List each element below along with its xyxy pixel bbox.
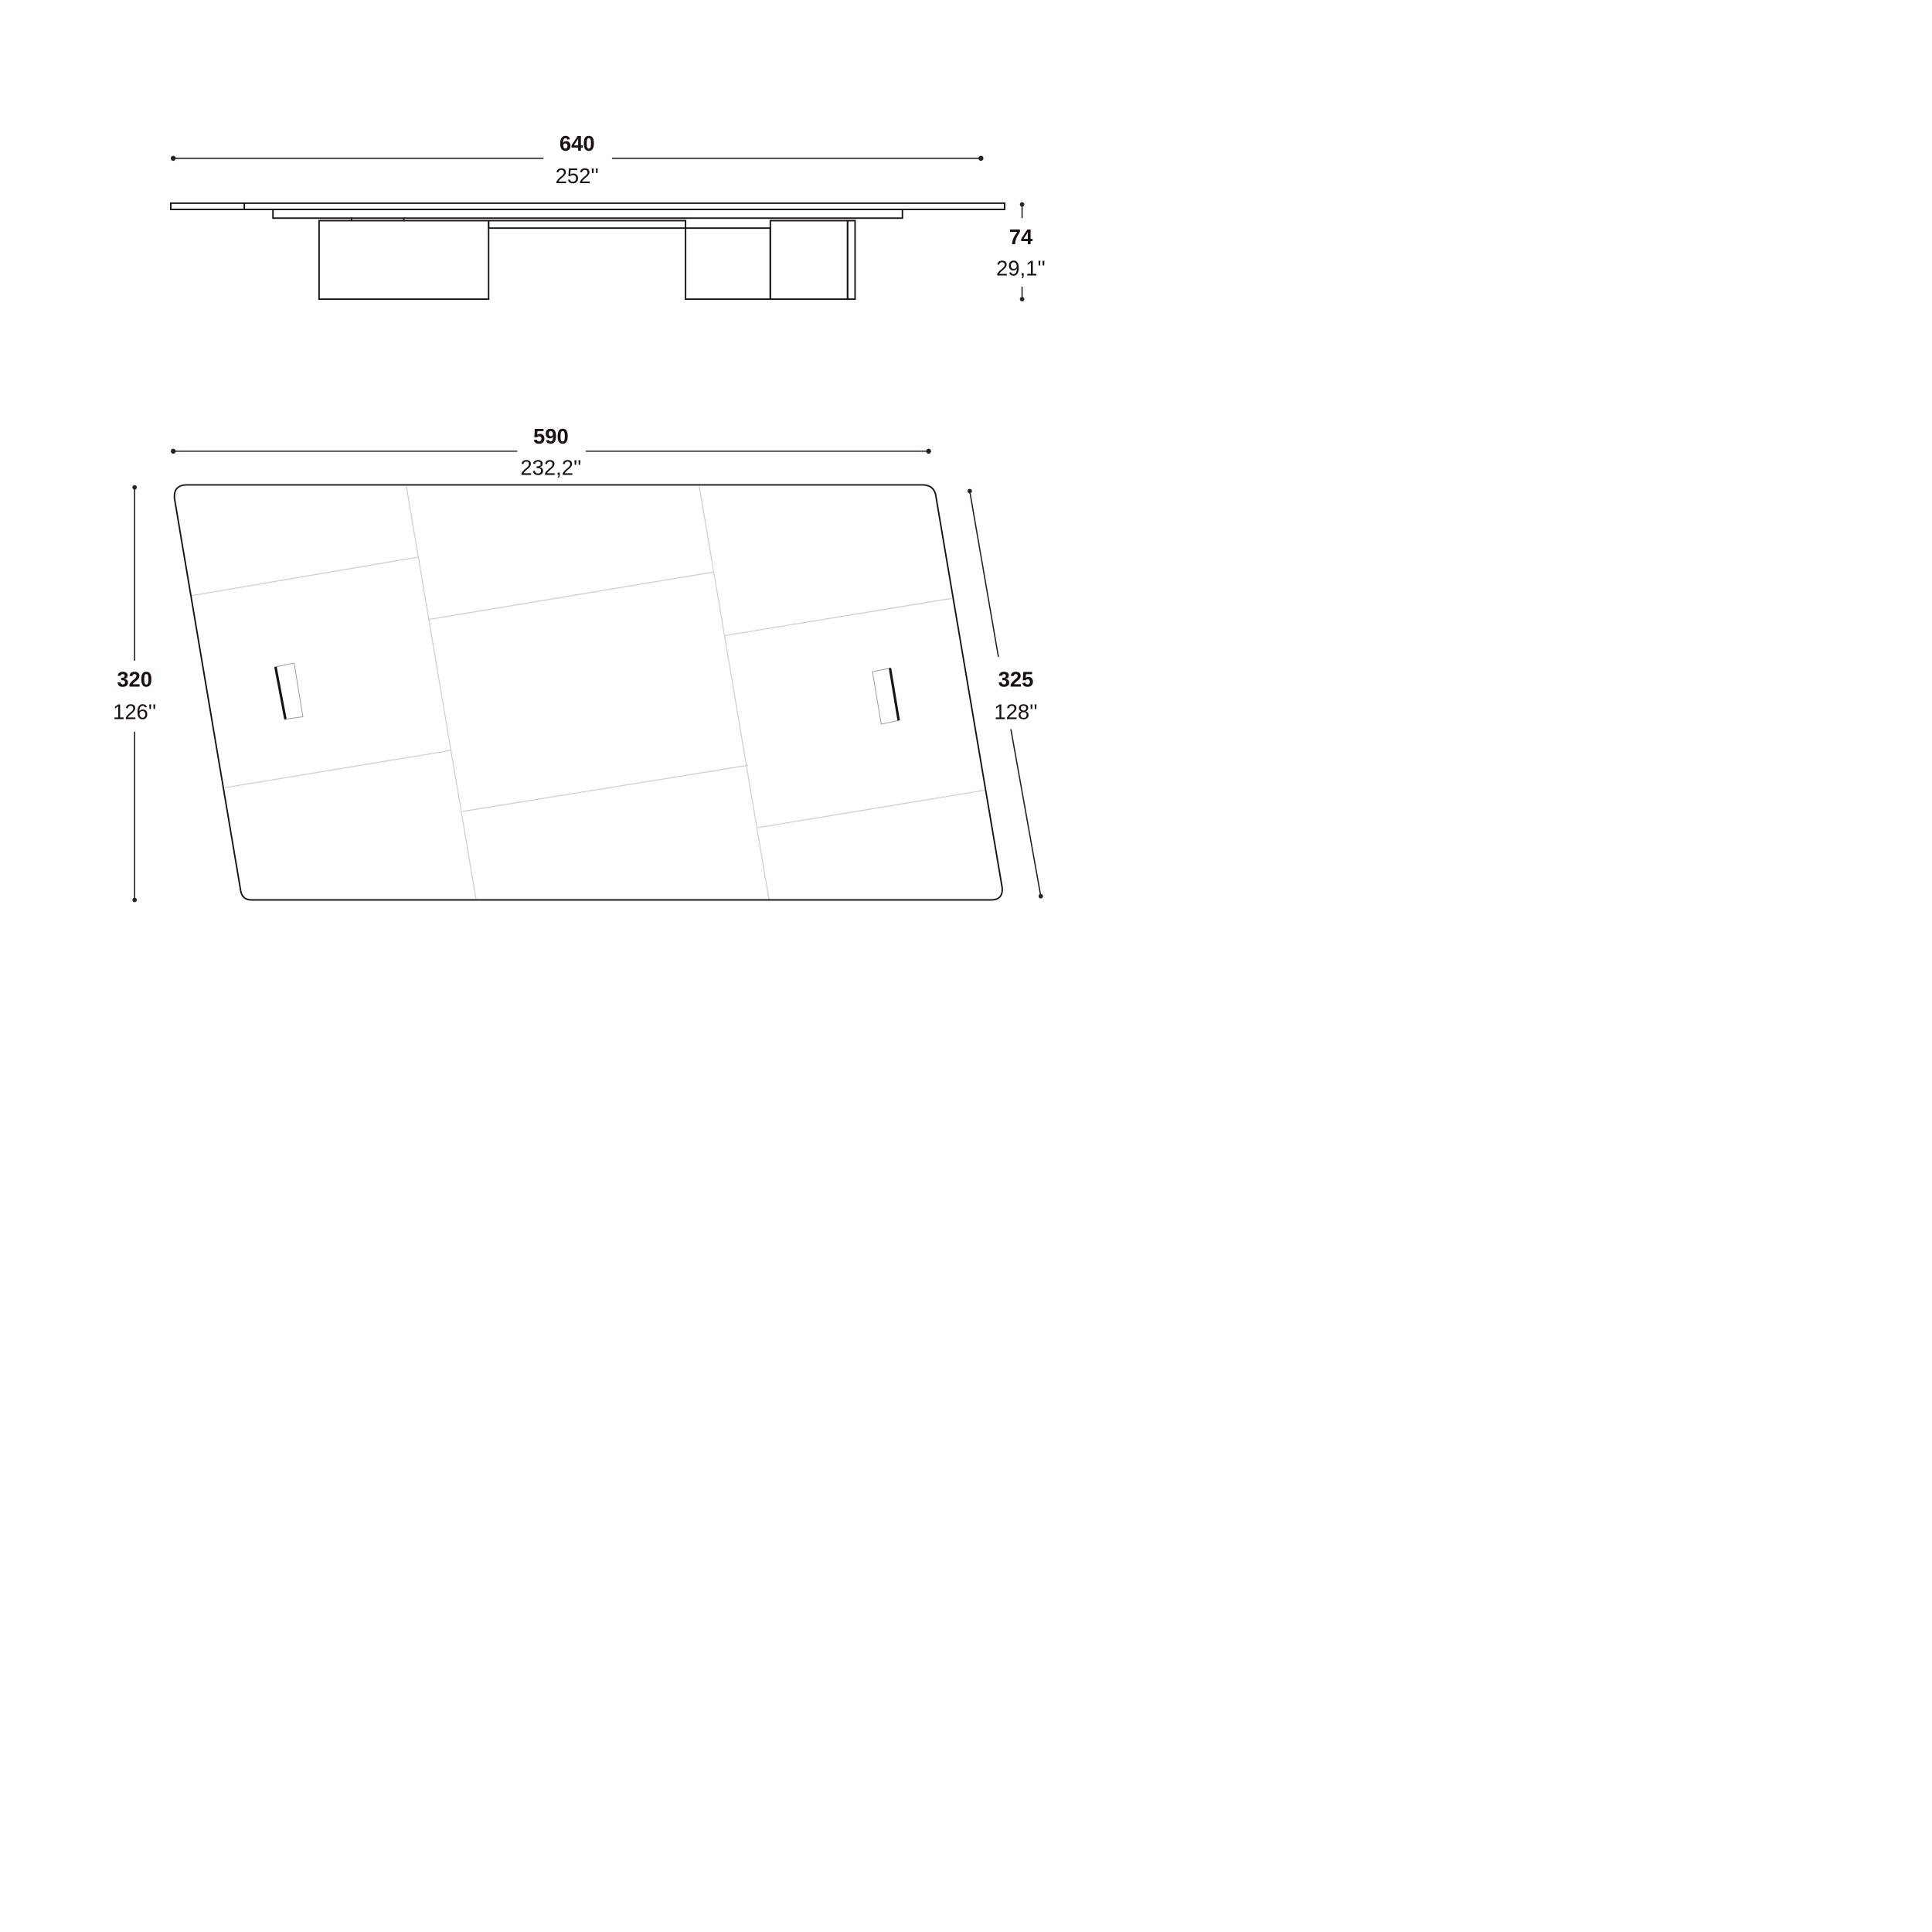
side-view: 640 252'' 74 29,1'' [169, 131, 1046, 301]
depth-dimension-left: 320 126'' [113, 485, 156, 903]
width-in-label: 232,2'' [520, 456, 581, 480]
plan-view: 590 232,2'' 320 126'' 3 [113, 424, 1043, 903]
height-dimension: 74 29,1'' [996, 202, 1046, 301]
height-cm-label: 74 [1009, 225, 1033, 249]
length-dimension: 640 252'' [170, 131, 984, 188]
tabletop-outline [173, 484, 1003, 901]
depth-slant-cm-label: 325 [998, 668, 1034, 692]
depth-left-in-label: 126'' [113, 700, 156, 724]
table-side-outline [169, 202, 1005, 301]
length-cm-label: 640 [560, 131, 595, 155]
tabletop-panels [190, 485, 985, 900]
height-in-label: 29,1'' [996, 256, 1046, 280]
depth-slant-in-label: 128'' [994, 700, 1037, 724]
length-in-label: 252'' [556, 164, 599, 188]
width-cm-label: 590 [533, 424, 569, 448]
depth-dimension-slant: 325 128'' [967, 488, 1043, 899]
width-dimension: 590 232,2'' [170, 424, 931, 480]
depth-left-cm-label: 320 [117, 668, 152, 692]
